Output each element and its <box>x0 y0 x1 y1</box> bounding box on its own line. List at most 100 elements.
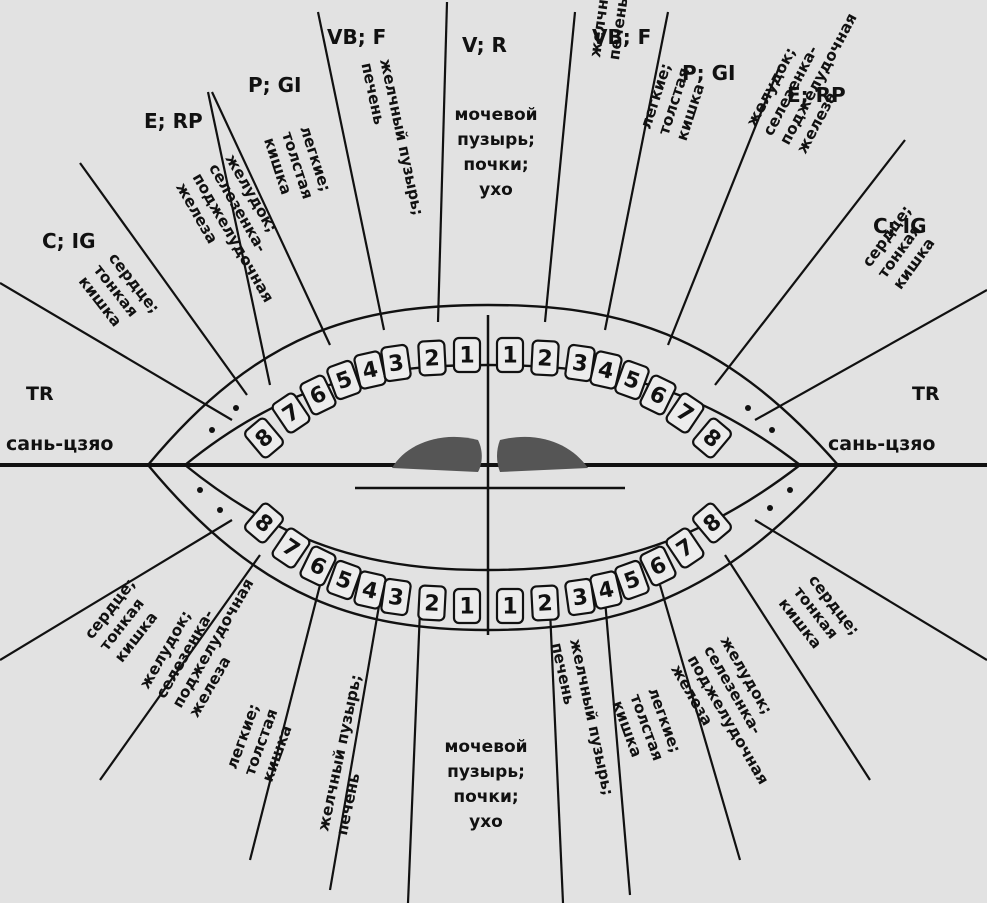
right-tr-code: TR <box>912 383 940 405</box>
lower-center-organs: мочевой пузырь; почки; ухо <box>444 737 527 832</box>
tooth: 2 <box>417 584 447 622</box>
tongue-hatch <box>392 436 588 472</box>
jaw-dot <box>217 507 223 513</box>
organ-block: желчный пузырь;печень <box>358 57 427 217</box>
tooth: 4 <box>589 570 623 610</box>
tooth-outline <box>380 577 412 617</box>
tooth-outline <box>299 374 337 416</box>
tooth-outline <box>639 374 677 416</box>
divider-line <box>406 609 422 903</box>
tooth: 7 <box>271 392 311 434</box>
divider-line <box>754 519 987 661</box>
tooth-number: 4 <box>596 577 617 605</box>
divider-line <box>316 11 386 331</box>
tooth: 5 <box>326 559 362 601</box>
tooth-outline <box>665 527 705 569</box>
upper-center-code: V; R <box>462 33 507 57</box>
tooth: 7 <box>665 527 705 569</box>
jaw-dot <box>233 405 239 411</box>
tooth-outline <box>692 502 732 544</box>
tooth-outline <box>614 559 650 601</box>
tooth-outline <box>452 336 482 374</box>
tooth: 7 <box>271 527 311 569</box>
jaw-dot <box>769 427 775 433</box>
organ-line: ухо <box>479 180 513 200</box>
tooth: 6 <box>299 374 337 416</box>
divider-line <box>658 584 742 861</box>
divider-line <box>0 519 233 661</box>
divider-line <box>548 609 565 903</box>
tooth-outline <box>271 392 311 434</box>
organ-line: пузырь; <box>447 762 525 782</box>
tooth: 8 <box>244 502 284 544</box>
upper-left-code: E; RP <box>144 109 203 133</box>
jaw-dot <box>767 505 773 511</box>
left-tr-name: сань-цзяо <box>6 433 114 455</box>
divider-line <box>754 289 987 421</box>
tooth-number: 4 <box>596 357 617 385</box>
tooth: 6 <box>639 545 677 587</box>
divider-line <box>0 282 233 421</box>
lower-jaw-outer <box>147 464 839 632</box>
tooth: 2 <box>530 584 560 622</box>
divider-line <box>248 584 322 861</box>
tooth-outline <box>589 350 623 390</box>
tooth-number: 2 <box>424 591 441 617</box>
divider-line <box>328 599 382 891</box>
upper-left-code: C; IG <box>42 229 96 253</box>
organ-line: желчный пузырь; <box>376 57 427 217</box>
upper-left-code: P; GI <box>248 73 301 97</box>
divider-line <box>99 554 261 781</box>
tooth-number: 1 <box>459 595 474 620</box>
tooth-number: 1 <box>502 595 517 620</box>
tooth-outline <box>614 359 650 401</box>
organ-line: пузырь; <box>457 130 535 150</box>
tooth-number: 2 <box>424 346 441 372</box>
tooth: 8 <box>692 502 732 544</box>
tooth: 1 <box>495 336 525 374</box>
tooth-outline <box>299 545 337 587</box>
divider-line <box>206 91 272 386</box>
tooth: 1 <box>495 587 525 625</box>
tooth-outline <box>326 559 362 601</box>
tooth-outline <box>692 417 732 459</box>
tooth-outline <box>639 545 677 587</box>
organ-block: желчный пузырь;печень <box>314 673 365 837</box>
tooth-number: 2 <box>537 591 554 617</box>
tooth: 4 <box>589 350 623 390</box>
divider-line <box>79 162 248 396</box>
tooth-outline <box>495 587 525 625</box>
organ-line: почки; <box>463 155 528 175</box>
divider-line <box>714 139 906 386</box>
upper-center-organs: мочевой пузырь; почки; ухо <box>454 105 537 200</box>
tongue-left-lobe <box>392 436 482 472</box>
upper-jaw-outer <box>147 303 839 466</box>
organ-blocks: желчный пузырь;печень легкие;толстаякишка… <box>75 0 939 837</box>
divider-line <box>603 599 632 896</box>
tooth-outline <box>589 570 623 610</box>
upper-right-code: C; IG <box>873 214 927 238</box>
divider-line <box>211 91 331 346</box>
divider-line <box>436 1 449 323</box>
divider-line <box>724 554 871 781</box>
tooth: 4 <box>353 350 387 390</box>
tooth-outline <box>417 584 447 622</box>
tooth-number: 4 <box>360 357 381 385</box>
tooth: 1 <box>452 336 482 374</box>
organ-line: мочевой <box>444 737 527 757</box>
tooth-number: 2 <box>537 346 554 372</box>
organ-line: ухо <box>469 812 503 832</box>
tooth-outline <box>530 339 560 377</box>
tooth-outline <box>452 587 482 625</box>
jaw-dots <box>197 405 793 513</box>
tooth: 5 <box>614 359 650 401</box>
jaw-dot <box>745 405 751 411</box>
tooth: 7 <box>665 392 705 434</box>
upper-right-code: E; RP <box>787 83 846 107</box>
